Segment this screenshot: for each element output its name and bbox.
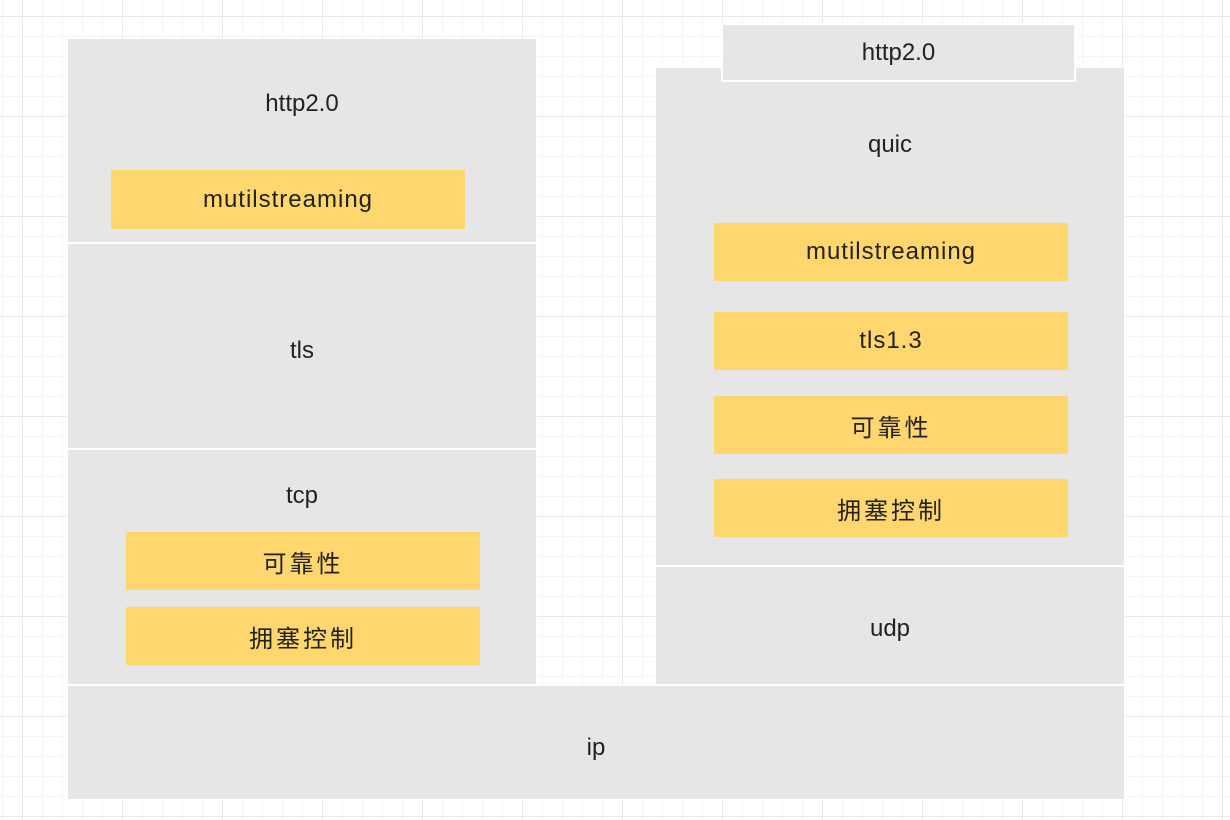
left-tcp-label: tcp	[285, 482, 318, 509]
ip-label: ip	[586, 734, 606, 761]
right-quic-feature-reliability: 可靠性	[714, 396, 1068, 454]
left-tls-layer: tls	[67, 243, 537, 449]
right-quic-label: quic	[867, 131, 913, 158]
right-quic-feature-tls13: tls1.3	[714, 312, 1068, 370]
left-tls-label: tls	[290, 337, 314, 364]
right-http-label: http2.0	[861, 39, 936, 66]
right-quic-feature-multistreaming: mutilstreaming	[714, 223, 1068, 281]
right-udp-label: udp	[869, 615, 911, 642]
ip-layer: ip	[67, 685, 1125, 800]
left-tcp-feature-reliability: 可靠性	[126, 532, 480, 590]
right-udp-layer: udp	[655, 566, 1125, 685]
right-quic-layer: quic mutilstreaming tls1.3 可靠性 拥塞控制	[655, 67, 1125, 566]
left-tcp-feature-congestion-control: 拥塞控制	[126, 607, 480, 665]
left-http-layer: http2.0 mutilstreaming	[67, 38, 537, 243]
left-tcp-layer: tcp 可靠性 拥塞控制	[67, 449, 537, 685]
right-http-layer: http2.0	[721, 23, 1076, 82]
left-http-feature-multistreaming: mutilstreaming	[111, 170, 465, 229]
right-quic-feature-congestion-control: 拥塞控制	[714, 479, 1068, 537]
left-http-label: http2.0	[265, 90, 339, 117]
